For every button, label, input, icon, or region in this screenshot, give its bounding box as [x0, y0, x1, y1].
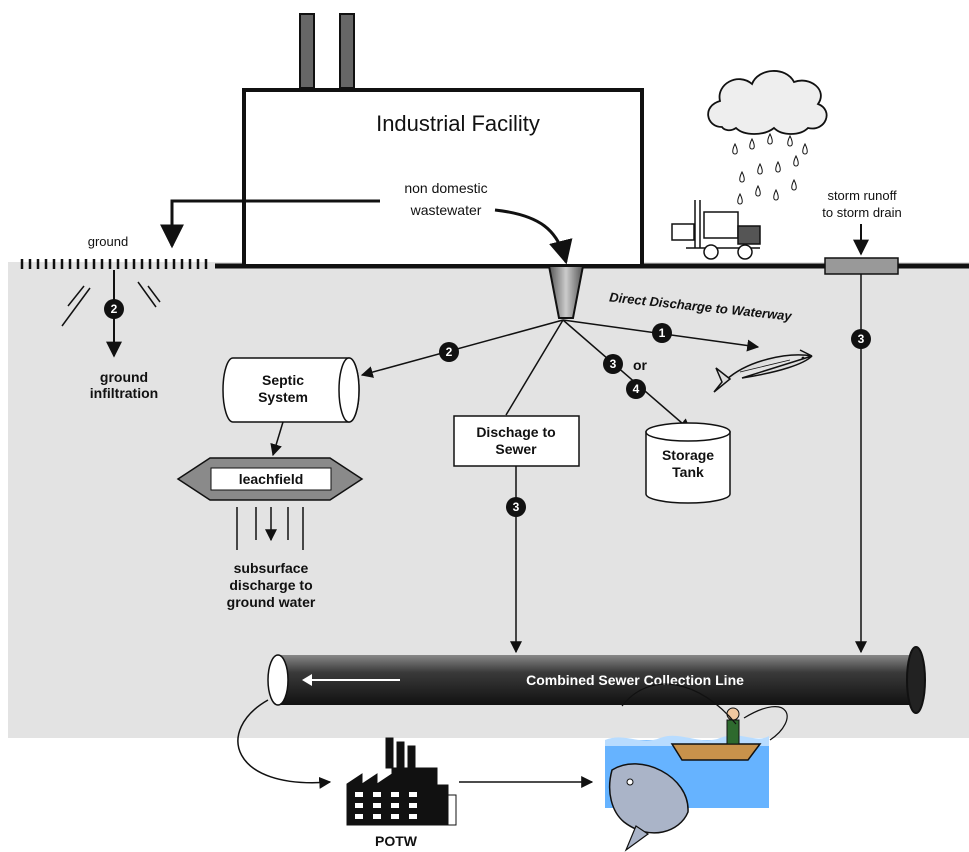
fish-icon	[713, 349, 813, 393]
marker-storm	[851, 329, 871, 349]
forklift-icon	[671, 200, 761, 260]
septic-system	[222, 357, 360, 423]
branch-to-sewer	[505, 319, 564, 416]
marker-storm-num: 3	[858, 332, 865, 346]
pipe-to-potw-arrow	[237, 699, 332, 789]
infiltration-slash-right	[137, 281, 157, 308]
collection-line-flow-arrowhead	[302, 674, 312, 686]
wastewater-label-2: wastewater	[410, 202, 482, 218]
industrial-facility-building	[242, 88, 644, 268]
wastewater-to-drain-arrow	[494, 208, 573, 265]
sewer-label-2: Sewer	[495, 441, 537, 457]
ground-infiltration-label-2: infiltration	[90, 385, 158, 401]
ground-label: ground	[88, 234, 128, 249]
smokestack-left	[299, 13, 315, 89]
plant-windows	[355, 792, 417, 819]
leach-lines	[236, 507, 304, 550]
septic-label-2: System	[258, 389, 308, 405]
infiltration-slash-left2	[67, 285, 85, 307]
marker-waterway-num: 1	[659, 326, 666, 340]
subsurface-label-3: ground water	[227, 594, 316, 610]
storage-label-2: Tank	[672, 464, 704, 480]
drain-funnel	[547, 265, 585, 319]
storm-drain-grate	[824, 257, 899, 275]
sewer-label-1: Dischage to	[476, 424, 555, 440]
storm-label-2: to storm drain	[822, 205, 901, 220]
discharge-to-sewer-box	[453, 415, 580, 467]
marker-storage-b	[626, 379, 646, 399]
septic-to-leachfield-arrow	[270, 421, 284, 457]
facility-label: Industrial Facility	[376, 111, 540, 136]
or-label: or	[633, 357, 648, 373]
marker-storage-a-num: 3	[610, 357, 617, 371]
marker-septic	[439, 342, 459, 362]
septic-label-1: Septic	[262, 372, 304, 388]
storm-label-1: storm runoff	[827, 188, 897, 203]
marker-storage-b-num: 4	[633, 382, 640, 396]
ground-infiltration-label-1: ground	[100, 369, 148, 385]
infiltration-slash-left	[61, 287, 91, 327]
subsurface-label-1: subsurface	[234, 560, 309, 576]
marker-sewer-num: 3	[513, 500, 520, 514]
marker-ground-infiltration	[104, 299, 124, 319]
storage-tank	[645, 422, 731, 504]
infiltration-slash-right2	[147, 285, 161, 303]
marker-septic-num: 2	[446, 345, 453, 359]
rain-drops	[732, 132, 808, 205]
treatment-plant-icon	[346, 737, 457, 826]
subsurface-label-2: discharge to	[229, 577, 312, 593]
collection-line-label: Combined Sewer Collection Line	[526, 672, 744, 688]
marker-waterway	[652, 323, 672, 343]
ground-hatch	[20, 259, 208, 269]
jumping-fish-icon	[608, 763, 689, 852]
rain-cloud-icon	[707, 70, 828, 135]
storage-label-1: Storage	[662, 447, 714, 463]
ground-discharge-arrow	[160, 199, 380, 249]
marker-ground-infiltration-num: 2	[111, 302, 118, 316]
marker-storage-a	[603, 354, 623, 374]
potw-label: POTW	[375, 833, 418, 849]
leachfield-label-box	[210, 467, 332, 491]
marker-sewer	[506, 497, 526, 517]
leachfield-label: leachfield	[239, 471, 304, 487]
branch-to-storage	[562, 319, 691, 431]
wastewater-label-1: non domestic	[404, 180, 487, 196]
smokestack-right	[339, 13, 355, 89]
branch-to-septic	[360, 319, 564, 378]
